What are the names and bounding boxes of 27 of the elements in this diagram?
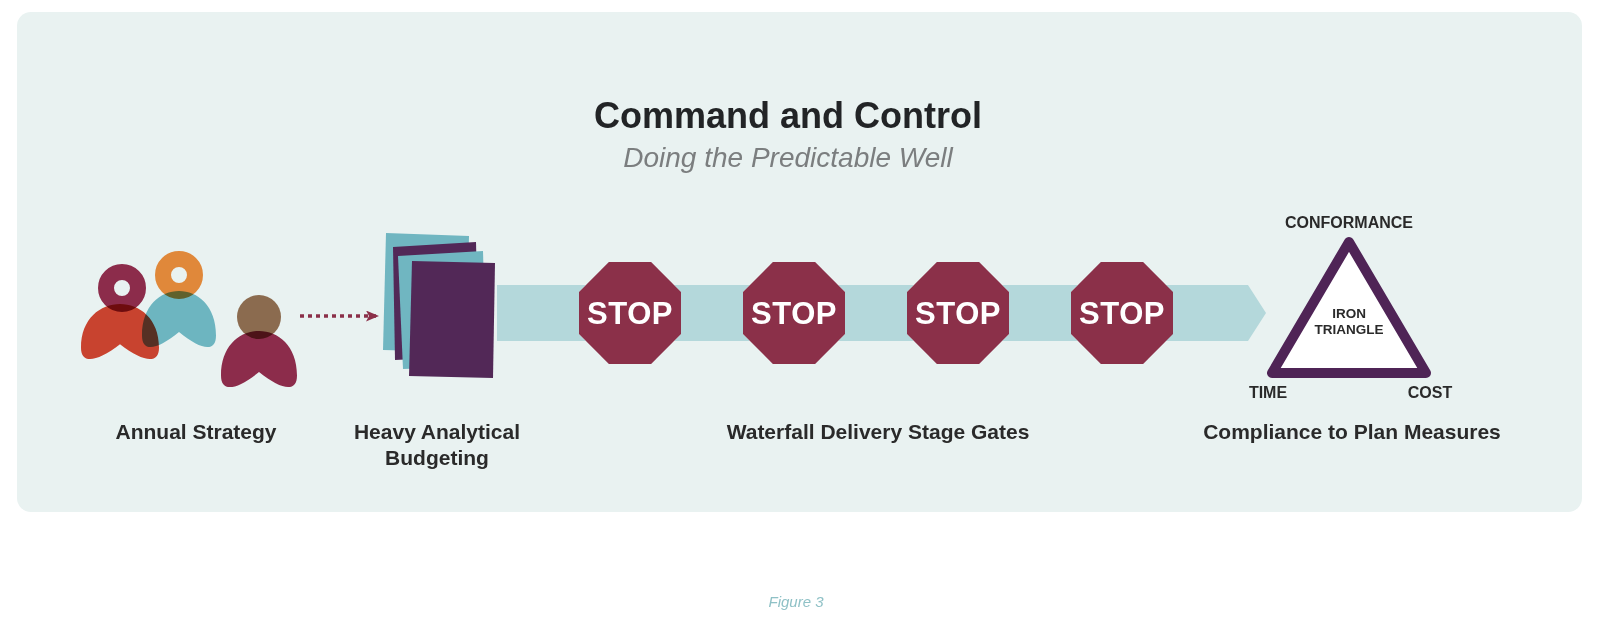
vertex-label: COST [1407, 383, 1453, 403]
flow-band [497, 285, 586, 341]
diagram-title: Command and Control [594, 95, 982, 137]
vertex-label: CONFORMANCE [1285, 213, 1413, 233]
figure-caption: Figure 3 [768, 593, 824, 611]
stop-sign [743, 262, 845, 364]
subtitle: Doing the Predictable Well [623, 141, 953, 175]
vertex-label: TIME [1248, 383, 1288, 403]
stop-label: STOP [915, 297, 1001, 329]
step-caption: Waterfall Delivery Stage Gates [726, 419, 1030, 445]
step-caption: Heavy Analytical Budgeting [352, 419, 522, 471]
step-caption: Annual Strategy [115, 419, 277, 445]
stop-label: STOP [751, 297, 837, 329]
flow-band [1002, 285, 1078, 341]
stop-label: STOP [1079, 297, 1165, 329]
iron-triangle [1266, 236, 1432, 379]
dotted-arrow [300, 310, 379, 322]
stop-sign [907, 262, 1009, 364]
stop-sign [1071, 262, 1173, 364]
triangle-label: IRON TRIANGLE [1313, 306, 1385, 338]
document-stack-illustration [381, 231, 497, 380]
stop-label: STOP [587, 297, 673, 329]
flow-band [838, 285, 914, 341]
flow-band [674, 285, 750, 341]
stop-sign [579, 262, 681, 364]
flow-band-arrow [1166, 285, 1266, 341]
step-caption: Compliance to Plan Measures [1203, 419, 1501, 445]
